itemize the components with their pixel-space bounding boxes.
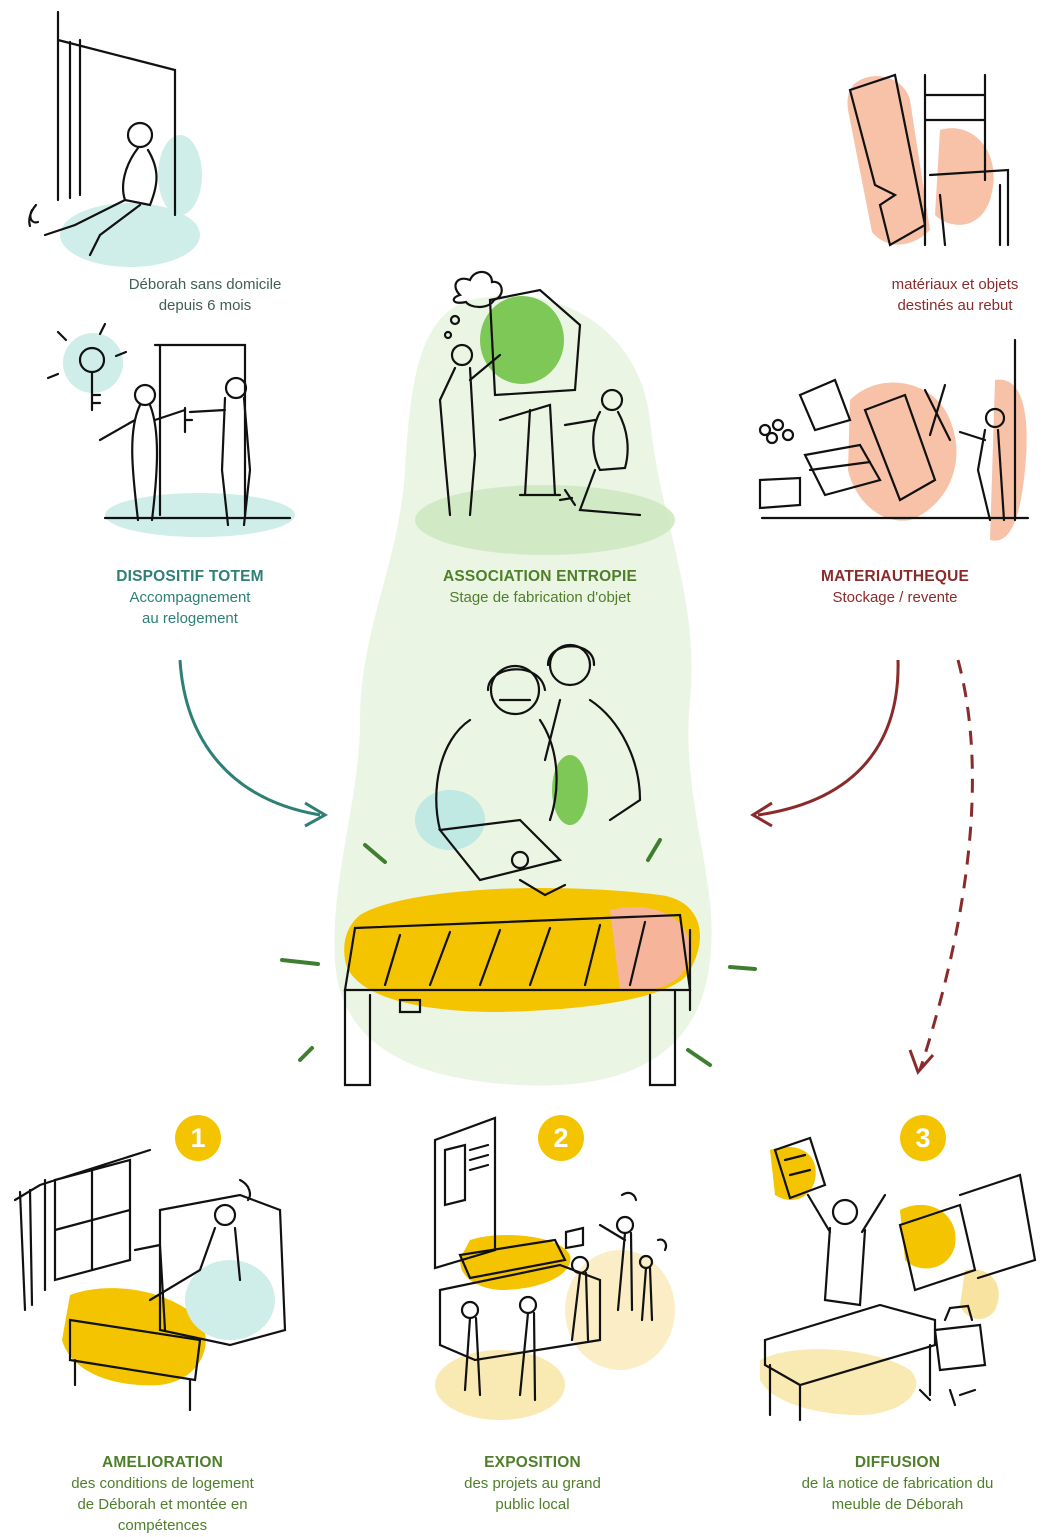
outcome-3-line2: meuble de Déborah — [831, 1496, 964, 1513]
storage-illustration — [758, 338, 1030, 541]
outcome-3-title: DIFFUSION — [854, 1454, 941, 1471]
actor-materiautheque-title: MATERIAUTHEQUE — [820, 568, 970, 585]
actor-entropie: ASSOCIATION ENTROPIE Stage de fabricatio… — [400, 566, 680, 608]
actor-entropie-title: ASSOCIATION ENTROPIE — [442, 568, 638, 585]
living-room-illustration — [13, 1148, 287, 1412]
outcome-3-badge: 3 — [900, 1115, 946, 1161]
exhibition-illustration — [433, 1116, 675, 1420]
actor-totem-title: DISPOSITIF TOTEM — [116, 568, 264, 585]
radiating-lines — [280, 838, 757, 1067]
arrow-materiautheque-to-table — [757, 659, 900, 817]
discarded-materials-caption: matériaux et objets destinés au rebut — [860, 274, 1043, 316]
outcome-amelioration: AMELIORATION des conditions de logement … — [40, 1452, 285, 1536]
outcome-exposition: EXPOSITION des projets au grand public l… — [420, 1452, 645, 1515]
arrow-materiautheque-head — [750, 801, 773, 828]
actor-totem-line2: au relogement — [142, 610, 238, 627]
discarded-materials-illustration — [847, 73, 1010, 247]
workshop-illustration — [415, 270, 675, 555]
outcome-1-line1: des conditions de logement — [71, 1475, 254, 1492]
actor-totem-line1: Accompagnement — [129, 589, 251, 606]
outcome-2-title: EXPOSITION — [484, 1454, 581, 1471]
outcome-2-line1: des projets au grand — [464, 1475, 601, 1492]
diffusion-illustration — [760, 1136, 1037, 1422]
key-handover-illustration — [46, 322, 295, 537]
discarded-caption-line2: destinés au rebut — [897, 297, 1013, 314]
outcome-2-line2: public local — [495, 1496, 570, 1513]
outcome-diffusion: DIFFUSION de la notice de fabrication du… — [775, 1452, 1020, 1515]
outcome-1-badge: 1 — [175, 1115, 221, 1161]
homeless-caption-line2: depuis 6 mois — [158, 297, 252, 314]
actor-materiautheque-line1: Stockage / revente — [832, 589, 958, 606]
discarded-caption-line1: matériaux et objets — [891, 276, 1019, 293]
arrow-totem-to-table — [178, 659, 321, 817]
actor-entropie-line1: Stage de fabrication d'objet — [449, 589, 631, 606]
outcome-2-badge: 2 — [538, 1115, 584, 1161]
homeless-scene-illustration — [28, 10, 202, 267]
arrow-totem-head — [304, 801, 329, 828]
arrow-diffusion-head — [908, 1049, 935, 1075]
central-table-illustration — [343, 643, 700, 1087]
actor-materiautheque: MATERIAUTHEQUE Stockage / revente — [780, 566, 1010, 608]
outcome-1-line3: compétences — [117, 1517, 208, 1534]
homeless-caption: Déborah sans domicile depuis 6 mois — [105, 274, 305, 316]
outcome-1-line2: de Déborah et montée en — [77, 1496, 248, 1513]
outcome-1-title: AMELIORATION — [102, 1454, 223, 1471]
outcome-3-line1: de la notice de fabrication du — [801, 1475, 994, 1492]
homeless-caption-line1: Déborah sans domicile — [128, 276, 282, 293]
arrow-materiautheque-to-diffusion — [918, 659, 974, 1071]
actor-totem: DISPOSITIF TOTEM Accompagnement au relog… — [70, 566, 310, 629]
